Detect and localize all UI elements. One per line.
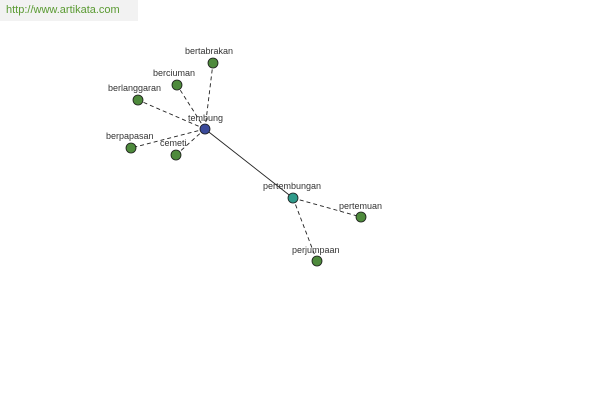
edge-layer <box>130 62 362 262</box>
node-berlanggaran[interactable] <box>132 94 144 106</box>
label-layer: tembung bertabrakan berciuman berlanggaran b… <box>106 46 382 255</box>
node-label-berlanggaran: berlanggaran <box>108 83 161 93</box>
node-label-pertembungan: pertembungan <box>263 181 321 191</box>
node-label-tembung: tembung <box>188 113 223 123</box>
node-layer <box>125 57 367 267</box>
node-label-pertemuan: pertemuan <box>339 201 382 211</box>
site-url-banner: http://www.artikata.com <box>0 0 138 21</box>
edge-tembung-berpapasan <box>130 128 206 149</box>
edge-tembung-berlanggaran <box>137 99 206 130</box>
edge-tembung-pertembungan <box>204 128 294 199</box>
edge-pertembungan-perjumpaan <box>292 197 318 262</box>
site-url-text[interactable]: http://www.artikata.com <box>6 4 120 16</box>
node-label-bertabrakan: bertabrakan <box>185 46 233 56</box>
node-cemeti[interactable] <box>170 149 182 161</box>
node-pertemuan[interactable] <box>355 211 367 223</box>
edge-pertembungan-pertemuan <box>292 197 362 218</box>
node-label-berpapasan: berpapasan <box>106 131 154 141</box>
node-bertabrakan[interactable] <box>207 57 219 69</box>
node-label-cemeti: cemeti <box>160 138 187 148</box>
edge-tembung-berciuman <box>176 84 206 130</box>
node-perjumpaan[interactable] <box>311 255 323 267</box>
node-pertembungan[interactable] <box>287 192 299 204</box>
node-label-berciuman: berciuman <box>153 68 195 78</box>
node-berpapasan[interactable] <box>125 142 137 154</box>
node-berciuman[interactable] <box>171 79 183 91</box>
node-label-perjumpaan: perjumpaan <box>292 245 340 255</box>
node-tembung[interactable] <box>199 123 211 135</box>
